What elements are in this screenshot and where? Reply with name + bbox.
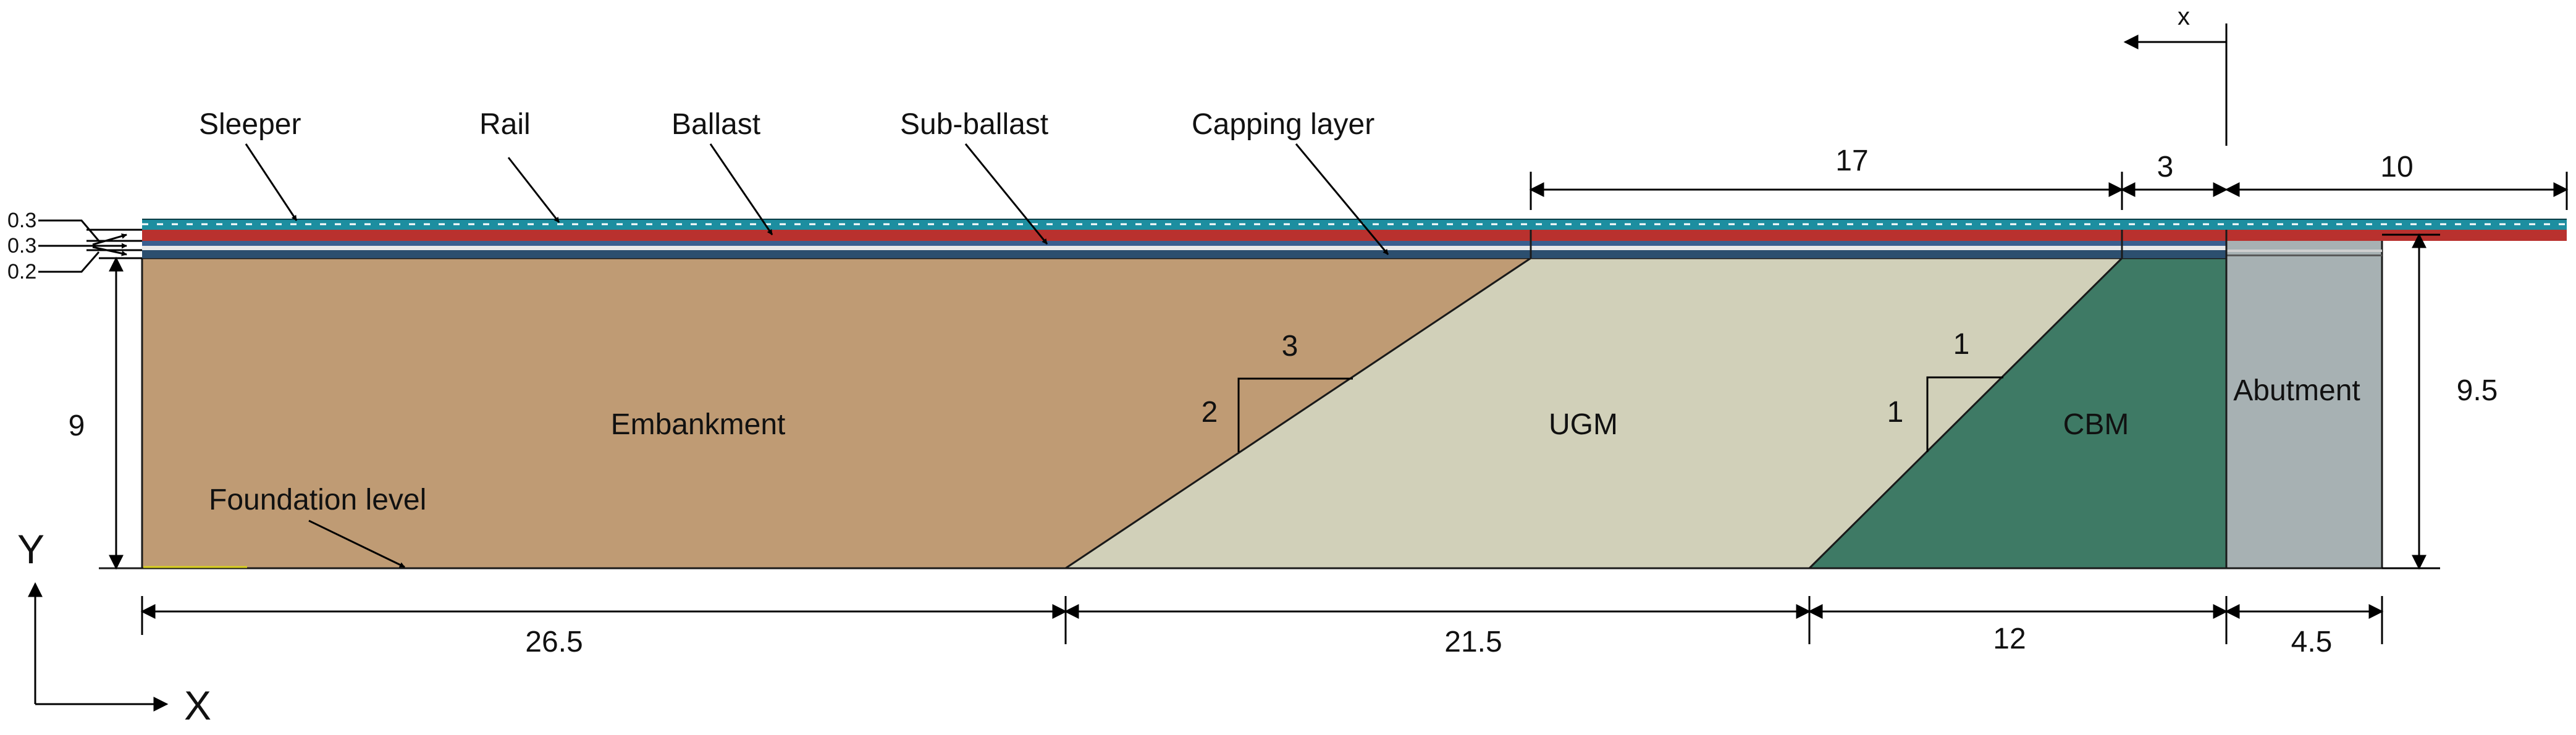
ballast-layer <box>142 241 2226 246</box>
slope-ugm-run: 3 <box>1282 330 1299 363</box>
label-capping-layer: Capping layer <box>1192 108 1374 141</box>
leader-ballast <box>709 143 773 235</box>
leader-capping <box>1295 143 1389 255</box>
sub-ballast-layer <box>142 246 2226 250</box>
thk-label-2: 0.3 <box>7 234 36 258</box>
slope-ugm-rise: 2 <box>1202 396 1218 429</box>
label-sleeper: Sleeper <box>199 108 301 141</box>
slope-cbm-run: 1 <box>1953 328 1970 361</box>
dim-bottom-4-5-label: 4.5 <box>2291 626 2333 658</box>
sleeper-layer <box>142 219 2567 230</box>
leader-foundation <box>308 519 405 568</box>
rail <box>142 230 2567 241</box>
dim-right-height-label: 9.5 <box>2457 374 2498 407</box>
capping-layer <box>142 250 2226 258</box>
label-sub-ballast: Sub-ballast <box>900 108 1048 141</box>
thk-leader-1 <box>38 219 100 242</box>
dim-top-3-label: 3 <box>2157 151 2174 183</box>
slope-cbm-rise: 1 <box>1887 396 1904 429</box>
section-marker-label: x <box>2178 3 2190 30</box>
thk-tick-f <box>92 246 127 256</box>
leader-rail <box>507 157 560 223</box>
thk-label-1: 0.3 <box>7 209 36 232</box>
label-embankment: Embankment <box>611 408 786 441</box>
slope-ugm-triangle <box>1237 377 1353 452</box>
label-ugm: UGM <box>1549 408 1618 441</box>
label-foundation-level: Foundation level <box>209 484 426 516</box>
label-ballast: Ballast <box>671 108 760 141</box>
dim-left-height-label: 9 <box>69 410 85 442</box>
axis-y-label: Y <box>17 526 44 572</box>
dim-bottom-12-label: 12 <box>1993 623 2026 655</box>
leader-sleeper <box>245 143 298 221</box>
thk-tick-d <box>92 233 127 246</box>
label-cbm: CBM <box>2063 408 2129 441</box>
dim-top-17-label: 17 <box>1835 145 1868 177</box>
dim-top-10-label: 10 <box>2380 151 2413 183</box>
dim-bottom-26-5-label: 26.5 <box>525 626 583 658</box>
slope-cbm-triangle <box>1926 376 2003 452</box>
abutment-cap-line-b <box>2226 254 2382 256</box>
leader-sub-ballast <box>964 143 1048 245</box>
label-abutment: Abutment <box>2233 374 2360 407</box>
abutment-cap-line-a <box>2226 250 2382 252</box>
dim-bottom-21-5-label: 21.5 <box>1444 626 1502 658</box>
label-rail: Rail <box>479 108 531 141</box>
thk-label-3: 0.2 <box>7 260 36 284</box>
axis-x-label: X <box>184 682 211 728</box>
thk-leader-3 <box>38 251 100 273</box>
